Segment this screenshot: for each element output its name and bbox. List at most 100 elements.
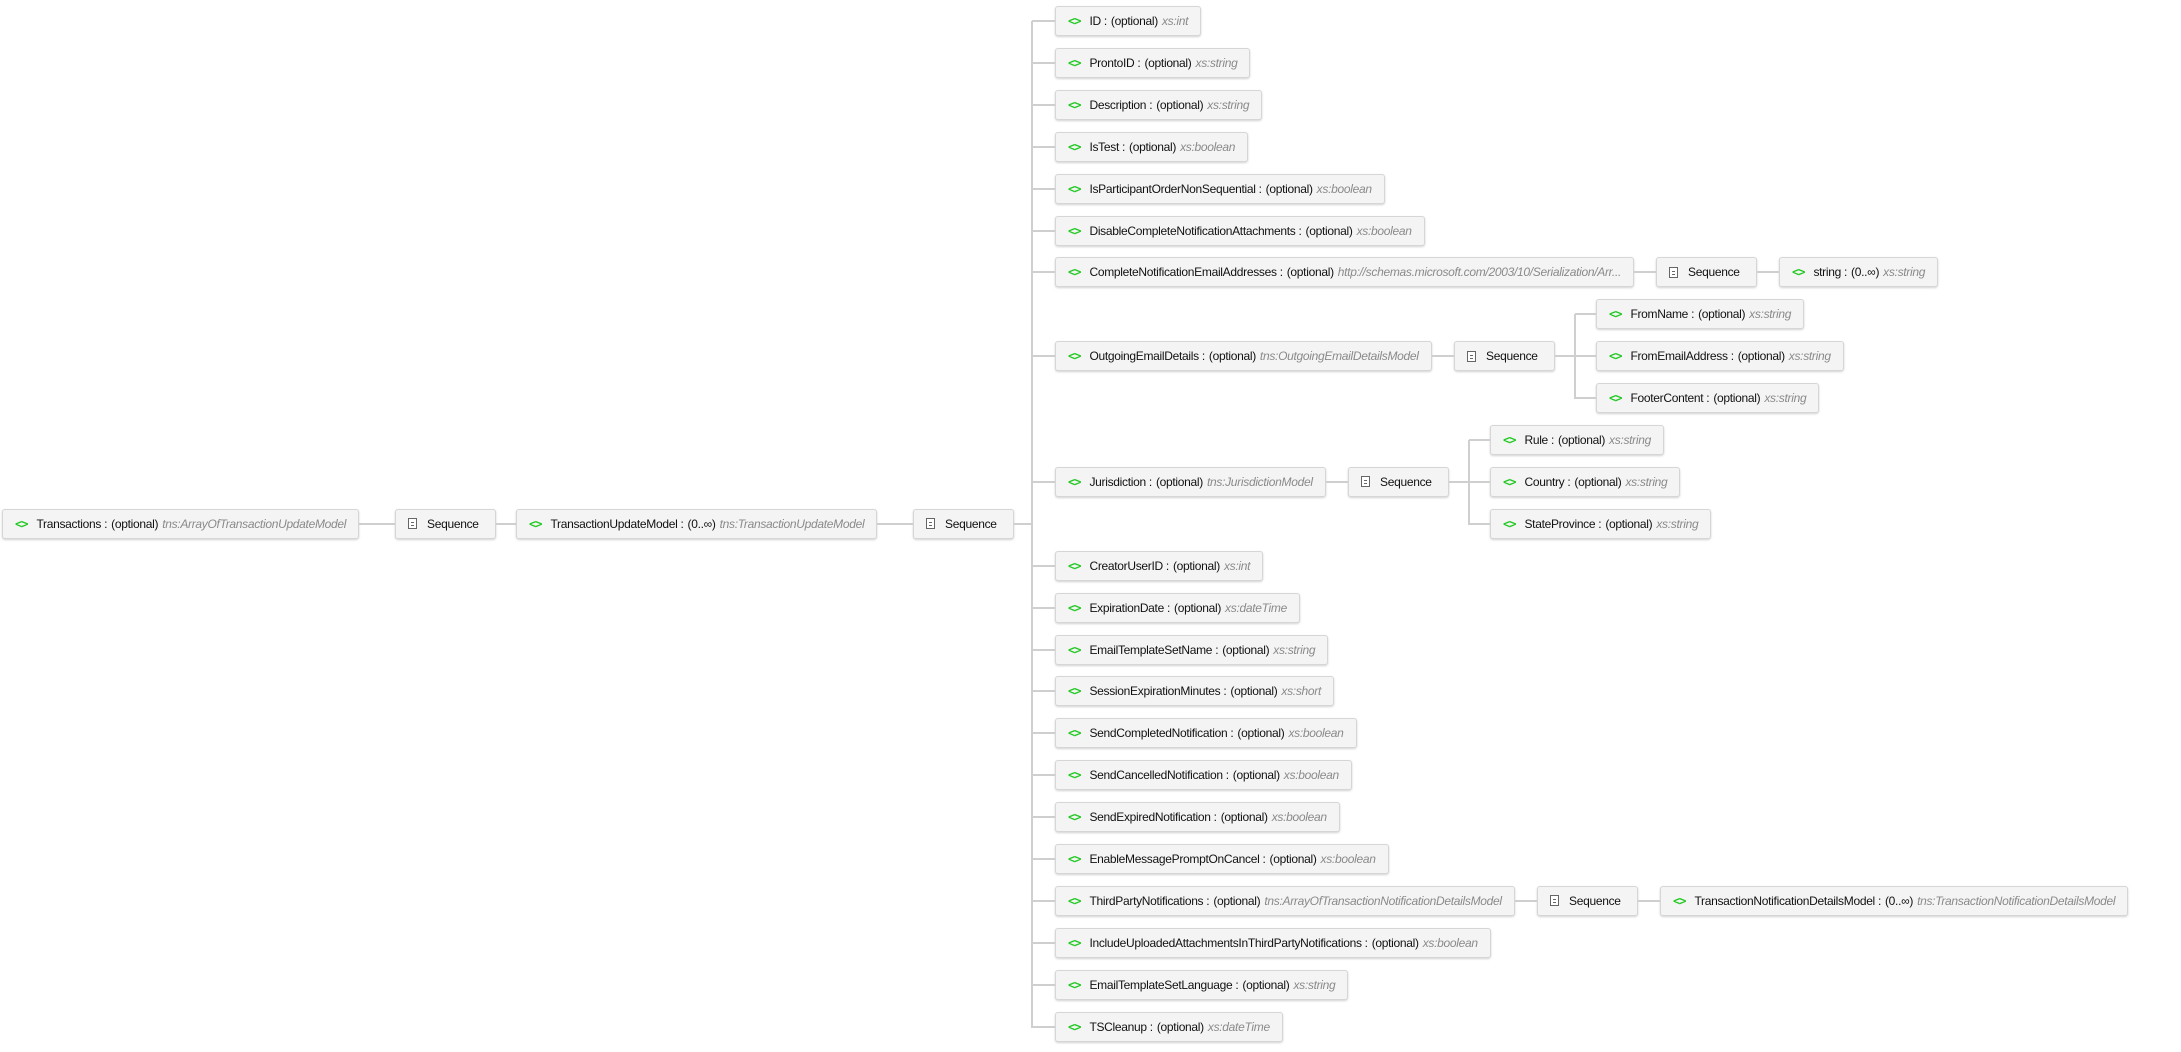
element-node[interactable]: <>OutgoingEmailDetails :(optional)tns:Ou… [1055,341,1432,372]
element-name: SessionExpirationMinutes [1089,684,1221,699]
element-node[interactable]: <>FooterContent :(optional)xs:string [1596,383,1820,414]
sequence-label: Sequence [1486,349,1538,364]
element-type: xs:string [1883,265,1926,280]
element-node[interactable]: <>ThirdPartyNotifications :(optional)tns… [1055,885,1515,916]
element-node[interactable]: <>TransactionUpdateModel :(0..∞)tns:Tran… [516,508,878,539]
element-name: Jurisdiction [1089,474,1146,489]
element-type: xs:int [1223,558,1251,573]
element-icon: <> [15,516,28,531]
connector-line [1032,146,1055,148]
connector-line [1575,355,1596,357]
connector-line [1469,481,1490,483]
element-node[interactable]: <>SessionExpirationMinutes :(optional)xs… [1055,676,1335,707]
element-type: xs:string [1195,55,1238,70]
element-node[interactable]: <>IsParticipantOrderNonSequential :(opti… [1055,173,1385,204]
separator: : [1223,684,1227,699]
sequence-icon [1361,476,1370,488]
element-icon: <> [529,516,542,531]
connector-line [1757,271,1779,273]
connector-line [1326,481,1348,483]
separator: : [1137,55,1141,70]
element-node[interactable]: <>Jurisdiction :(optional)tns:Jurisdicti… [1055,466,1326,497]
element-node[interactable]: <>EnableMessagePromptOnCancel :(optional… [1055,844,1389,874]
separator: : [1279,265,1283,280]
connector-line [1032,984,1055,986]
element-occurrence: (optional) [1737,349,1785,364]
element-type: http://schemas.microsoft.com/2003/10/Ser… [1337,265,1622,280]
element-node[interactable]: <>Rule :(optional)xs:string [1490,425,1664,455]
element-icon: <> [1609,391,1622,406]
element-name: EmailTemplateSetLanguage [1089,977,1233,992]
element-node[interactable]: <>FromName :(optional)xs:string [1596,299,1805,330]
sequence-node[interactable]: Sequence [1537,885,1638,916]
element-name: ThirdPartyNotifications [1089,893,1204,908]
element-occurrence: (0..∞) [1851,265,1880,280]
element-icon: <> [1503,474,1516,489]
element-type: xs:boolean [1422,935,1478,950]
element-node[interactable]: <>Description :(optional)xs:string [1055,89,1263,120]
separator: : [1213,810,1217,825]
element-node[interactable]: <>EmailTemplateSetName :(optional)xs:str… [1055,634,1329,665]
element-node[interactable]: <>ExpirationDate :(optional)xs:dateTime [1055,592,1300,623]
separator: : [1149,97,1153,112]
sequence-icon [1669,266,1678,278]
connector-line [1031,21,1033,1028]
sequence-label: Sequence [1380,474,1432,489]
sequence-node[interactable]: Sequence [1348,466,1449,497]
element-node[interactable]: <>StateProvince :(optional)xs:string [1490,508,1712,539]
element-type: xs:dateTime [1225,600,1287,615]
sequence-node[interactable]: Sequence [1656,257,1757,288]
separator: : [1166,600,1171,615]
element-node[interactable]: <>Transactions :(optional)tns:ArrayOfTra… [2,508,360,539]
connector-line [1032,942,1055,944]
connector-line [1032,1026,1055,1028]
element-node[interactable]: <>EmailTemplateSetLanguage :(optional)xs… [1055,969,1349,1000]
element-type: xs:boolean [1356,223,1412,238]
element-icon: <> [1068,181,1081,196]
element-node[interactable]: <>string :(0..∞)xs:string [1779,257,1939,288]
element-node[interactable]: <>SendCancelledNotification :(optional)x… [1055,760,1352,791]
element-node[interactable]: <>SendExpiredNotification :(optional)xs:… [1055,802,1340,833]
sequence-icon [926,518,935,530]
element-node[interactable]: <>IsTest :(optional)xs:boolean [1055,131,1249,162]
element-icon: <> [1068,810,1081,825]
element-type: xs:string [1207,97,1250,112]
connector-line [1575,397,1596,399]
connector-line [1032,188,1055,190]
element-node[interactable]: <>TSCleanup :(optional)xs:dateTime [1055,1011,1283,1042]
element-node[interactable]: <>ID :(optional)xs:int [1055,6,1202,36]
element-node[interactable]: <>CreatorUserID :(optional)xs:int [1055,550,1264,581]
element-node[interactable]: <>DisableCompleteNotificationAttachments… [1055,215,1425,246]
element-type: tns:OutgoingEmailDetailsModel [1259,349,1419,364]
element-type: xs:string [1749,307,1792,322]
element-node[interactable]: <>CompleteNotificationEmailAddresses :(o… [1055,257,1635,288]
element-node[interactable]: <>IncludeUploadedAttachmentsInThirdParty… [1055,927,1491,958]
element-type: xs:string [1656,516,1699,531]
element-node[interactable]: <>Country :(optional)xs:string [1490,466,1681,497]
element-icon: <> [1503,433,1516,447]
element-occurrence: (optional) [1230,684,1278,699]
element-icon: <> [1609,307,1622,322]
element-node[interactable]: <>TransactionNotificationDetailsModel :(… [1660,885,2129,916]
element-node[interactable]: <>ProntoID :(optional)xs:string [1055,47,1251,78]
separator: : [1691,307,1695,322]
element-type: xs:string [1788,349,1831,364]
element-name: CreatorUserID [1089,558,1163,573]
connector-line [1515,900,1537,902]
element-node[interactable]: <>FromEmailAddress :(optional)xs:string [1596,341,1844,372]
sequence-node[interactable]: Sequence [395,508,496,539]
connector-line [1032,355,1055,357]
connector-line [1469,439,1490,441]
element-icon: <> [1503,516,1516,531]
element-occurrence: (0..∞) [687,516,716,531]
element-node[interactable]: <>SendCompletedNotification :(optional)x… [1055,718,1357,749]
element-icon: <> [1068,1019,1081,1034]
separator: : [1877,893,1881,908]
sequence-node[interactable]: Sequence [1454,341,1555,372]
element-name: FromEmailAddress [1630,349,1728,364]
element-icon: <> [1068,55,1081,70]
separator: : [1122,139,1126,154]
element-occurrence: (optional) [1174,600,1222,615]
element-type: xs:int [1161,14,1189,28]
sequence-node[interactable]: Sequence [913,508,1014,539]
